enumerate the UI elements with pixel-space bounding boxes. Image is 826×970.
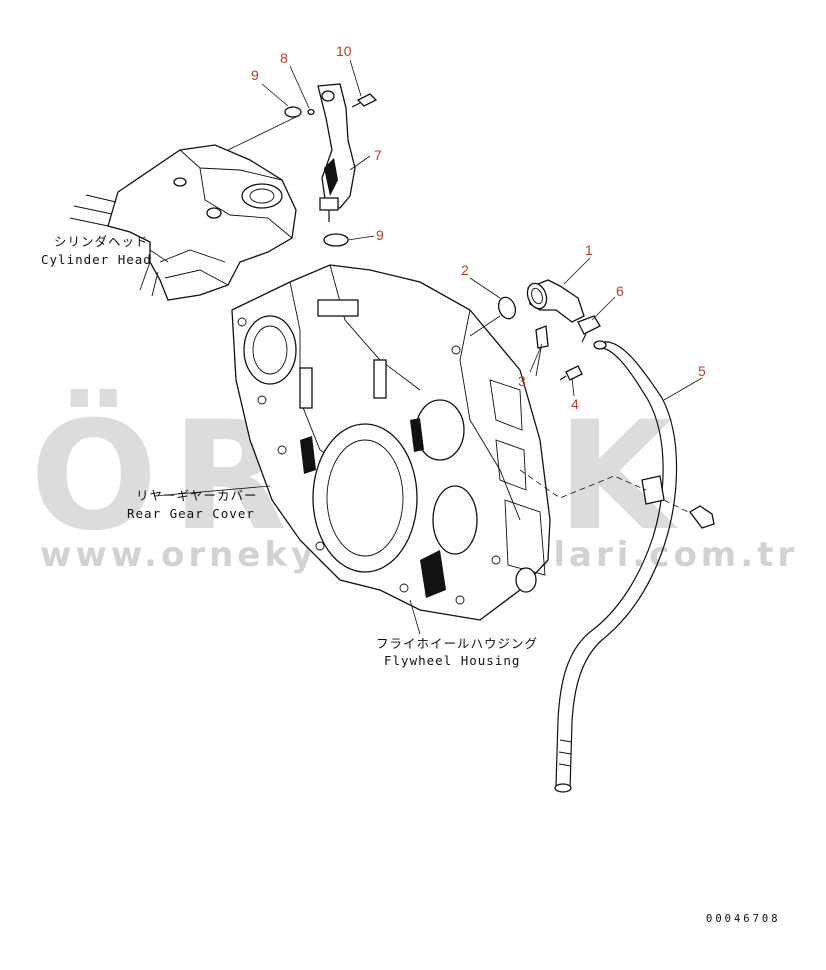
part-9-upper-gasket [284,106,302,118]
callout-10: 10 [336,43,352,59]
callout-4: 4 [571,396,579,412]
part-7-breather-tube [317,83,356,209]
callouts: 9 8 10 7 9 2 1 6 3 4 5 [251,43,706,412]
flywheel-housing-drawing [231,264,551,621]
cylinder-head-drawing [69,115,299,301]
label-cylinder-head-en: Cylinder Head [41,252,152,267]
callout-2: 2 [461,262,469,278]
breather-parts [284,83,378,247]
part-9-lower-gasket [323,233,349,247]
callout-9-upper: 9 [251,67,259,83]
part-10-bolt [356,93,378,107]
label-flywheel-housing-en: Flywheel Housing [384,653,520,668]
callout-6: 6 [616,283,624,299]
label-flywheel-housing-jp: フライホイールハウジング [376,636,538,651]
callout-9-lower: 9 [376,227,384,243]
callout-7: 7 [374,147,382,163]
leader-lines [149,59,703,635]
side-fittings [497,279,601,381]
part-6-connector [577,315,601,335]
document-number: 00046708 [706,913,781,925]
callout-5: 5 [698,363,706,379]
part-5-hose [554,340,715,793]
label-rear-gear-cover-en: Rear Gear Cover [127,506,255,521]
part-8-oring [307,108,315,116]
clamp-bolt [689,505,715,529]
part-4-bolt [565,365,583,381]
callout-1: 1 [585,242,593,258]
callout-8: 8 [280,50,288,66]
part-3-bracket [535,325,549,349]
label-cylinder-head-jp: シリンダヘッド [54,234,149,249]
callout-3: 3 [518,373,526,389]
label-rear-gear-cover-jp: リヤーギヤーカバー [136,488,258,503]
component-labels: シリンダヘッド Cylinder Head リヤーギヤーカバー Rear Gea… [41,234,538,668]
part-2-gasket [497,296,517,320]
